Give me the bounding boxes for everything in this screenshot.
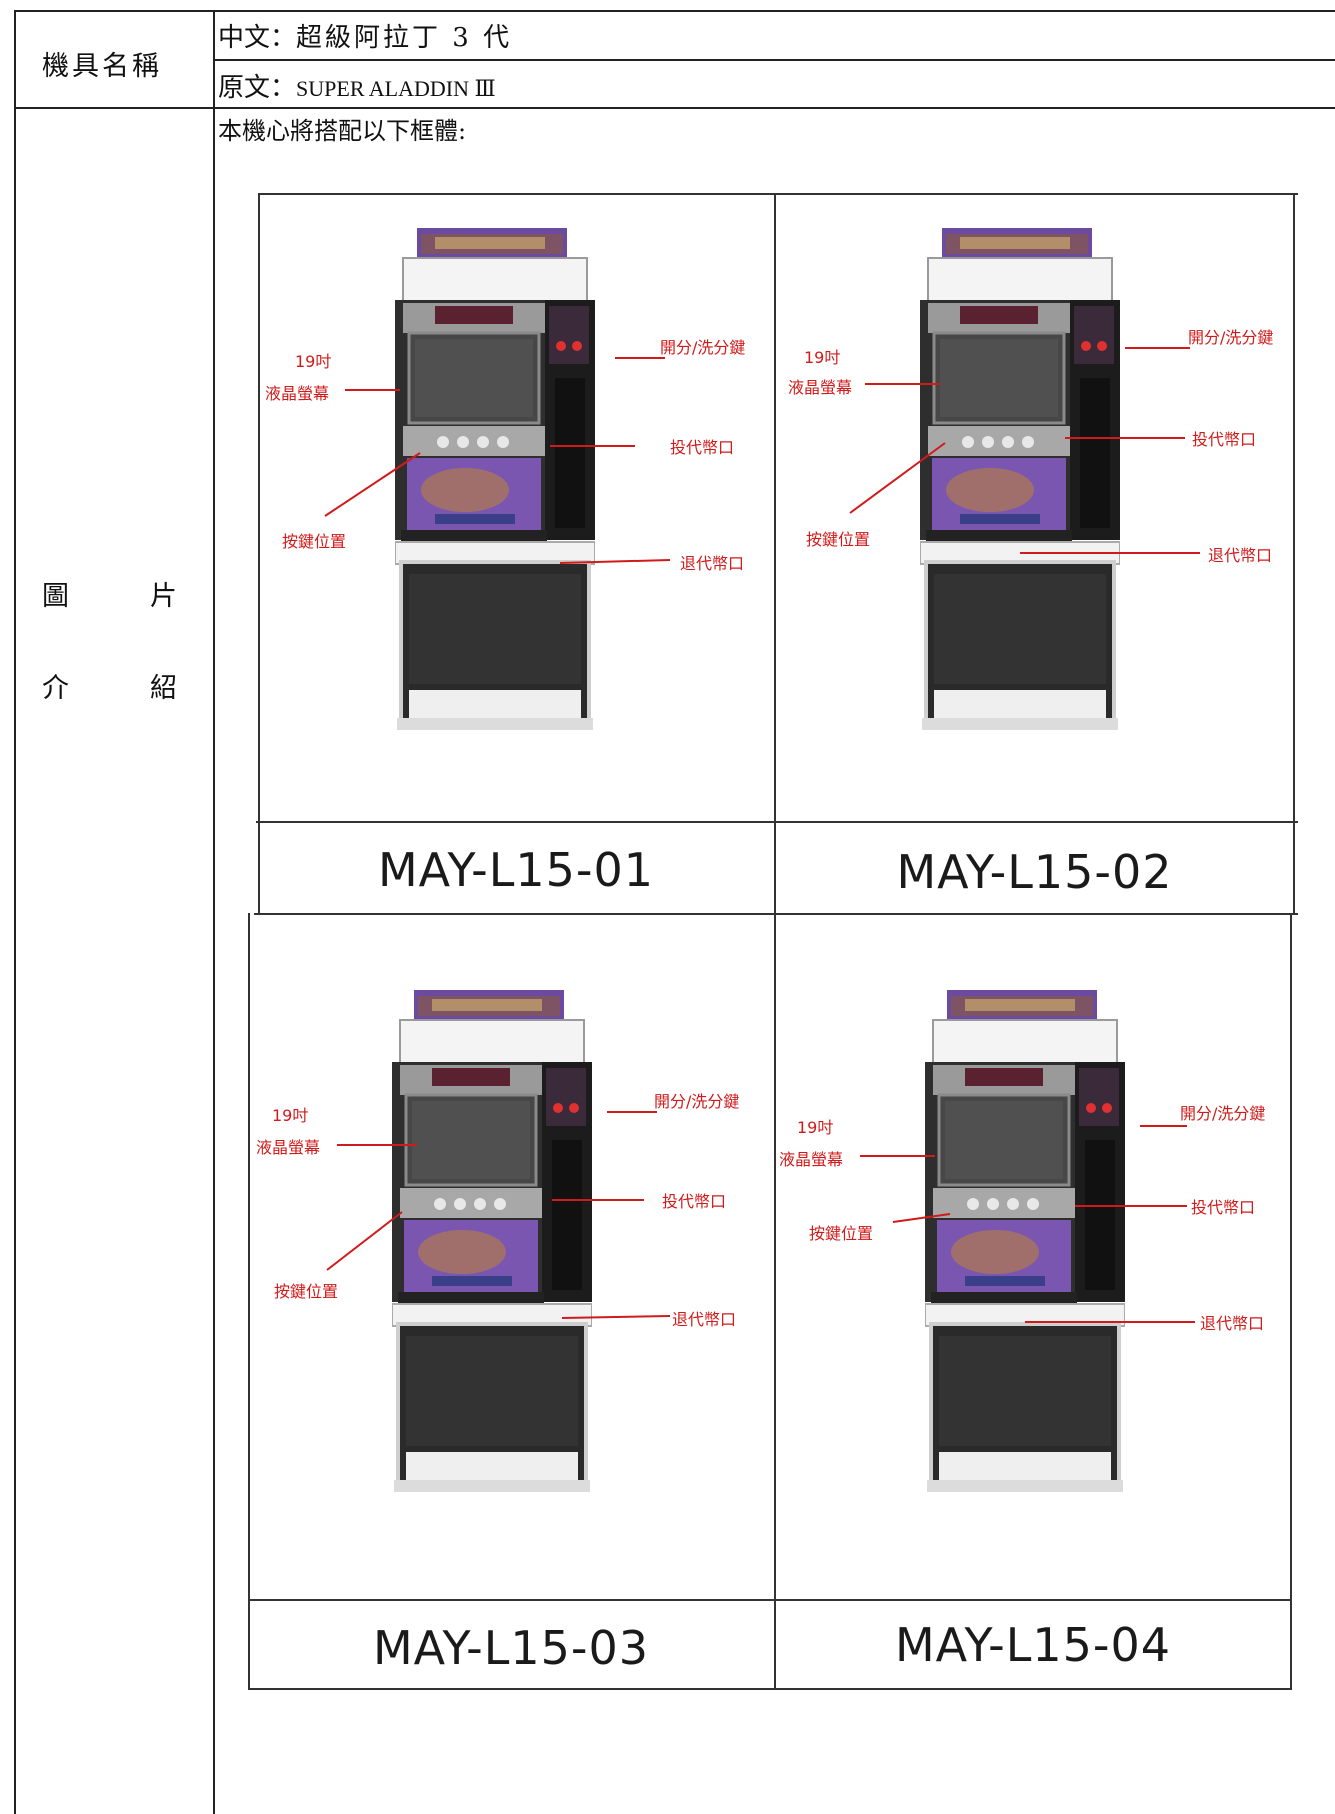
table-row-divider-name <box>213 59 1335 61</box>
table-top-line <box>14 10 1335 12</box>
grid-right-line-lower <box>1290 913 1292 1690</box>
machine-name-label: 機具名稱 <box>42 51 162 82</box>
callout-coin-out-2: 退代幣口 <box>1208 546 1273 565</box>
callout-size-3: 19吋 <box>272 1106 309 1125</box>
grid-row2-caption-line <box>250 1599 1292 1601</box>
callout-coin-in-3: 投代幣口 <box>662 1192 727 1211</box>
original-name-field: 原文：SUPER ALADDIN Ⅲ <box>218 67 496 104</box>
side-label-char-3: 介 <box>42 673 69 704</box>
side-label-char-1: 圖 <box>42 581 69 612</box>
grid-right-line <box>1293 193 1295 913</box>
cabinet-panel-1: 19吋 液晶螢幕 開分/洗分鍵 投代幣口 按鍵位置 退代幣口 <box>260 198 770 818</box>
grid-top-line <box>258 193 1298 195</box>
model-label-4: MAY-L15-04 <box>894 1618 1172 1672</box>
model-label-3: MAY-L15-03 <box>372 1621 650 1675</box>
callout-screen-1: 液晶螢幕 <box>265 384 330 403</box>
table-row-divider-main <box>14 107 1335 109</box>
grid-row1-bottom-line <box>254 913 1298 915</box>
chinese-name-prefix: 中文： <box>218 23 297 53</box>
callout-size-4: 19吋 <box>797 1118 834 1137</box>
callout-buttons-1: 按鍵位置 <box>282 532 347 551</box>
callout-buttons-3: 按鍵位置 <box>274 1282 339 1301</box>
callout-coin-in-1: 投代幣口 <box>670 438 735 457</box>
side-label-char-4: 紹 <box>150 673 177 704</box>
callout-buttons-4: 按鍵位置 <box>809 1224 874 1243</box>
callout-credit-2: 開分/洗分鍵 <box>1188 328 1274 347</box>
cabinet-image-4 <box>924 990 1126 1524</box>
cabinet-panel-3: 19吋 液晶螢幕 開分/洗分鍵 投代幣口 按鍵位置 退代幣口 <box>252 950 762 1570</box>
callout-screen-4: 液晶螢幕 <box>779 1150 844 1169</box>
cabinet-panel-4: 19吋 液晶螢幕 開分/洗分鍵 投代幣口 按鍵位置 退代幣口 <box>775 950 1290 1570</box>
callout-size-1: 19吋 <box>295 352 332 371</box>
intro-text: 本機心將搭配以下框體: <box>218 117 467 145</box>
grid-center-line <box>774 193 776 1690</box>
callout-credit-3: 開分/洗分鍵 <box>654 1092 740 1111</box>
callout-coin-in-4: 投代幣口 <box>1191 1198 1256 1217</box>
grid-row1-caption-line <box>256 821 1298 823</box>
cabinet-panel-2: 19吋 液晶螢幕 開分/洗分鍵 投代幣口 按鍵位置 退代幣口 <box>780 198 1290 818</box>
callout-screen-2: 液晶螢幕 <box>788 378 853 397</box>
callout-coin-out-4: 退代幣口 <box>1200 1314 1265 1333</box>
callout-screen-3: 液晶螢幕 <box>256 1138 321 1157</box>
original-name-prefix: 原文： <box>218 73 297 103</box>
table-left-line <box>14 10 16 1814</box>
callout-coin-out-3: 退代幣口 <box>672 1310 737 1329</box>
callout-lines-4 <box>860 1125 1195 1323</box>
grid-left-line-lower <box>248 913 250 1690</box>
callout-coin-in-2: 投代幣口 <box>1192 430 1257 449</box>
original-name-value: SUPER ALADDIN Ⅲ <box>296 76 496 101</box>
cabinet-image-2 <box>919 228 1121 762</box>
callout-lines-3 <box>326 1111 671 1319</box>
callout-lines-1 <box>324 357 671 564</box>
cabinet-image-grid: MAY-L15-01 MAY-L15-02 MAY-L15-03 MAY-L15… <box>248 193 1298 1690</box>
grid-left-line <box>258 193 260 913</box>
grid-bottom-line <box>248 1688 1292 1690</box>
cabinet-image-1 <box>394 228 596 762</box>
side-label-char-2: 片 <box>150 581 177 612</box>
callout-credit-4: 開分/洗分鍵 <box>1180 1104 1266 1123</box>
callout-coin-out-1: 退代幣口 <box>680 554 745 573</box>
callout-credit-1: 開分/洗分鍵 <box>660 338 746 357</box>
chinese-name-field: 中文：超級阿拉丁 3 代 <box>218 17 512 54</box>
callout-lines-2 <box>849 347 1200 554</box>
cabinet-image-3 <box>391 990 593 1524</box>
model-label-1: MAY-L15-01 <box>377 843 655 897</box>
table-column-divider <box>213 10 215 1814</box>
model-label-2: MAY-L15-02 <box>896 845 1173 899</box>
chinese-name-value: 超級阿拉丁 3 代 <box>296 23 513 53</box>
callout-buttons-2: 按鍵位置 <box>806 530 871 549</box>
callout-size-2: 19吋 <box>804 348 841 367</box>
